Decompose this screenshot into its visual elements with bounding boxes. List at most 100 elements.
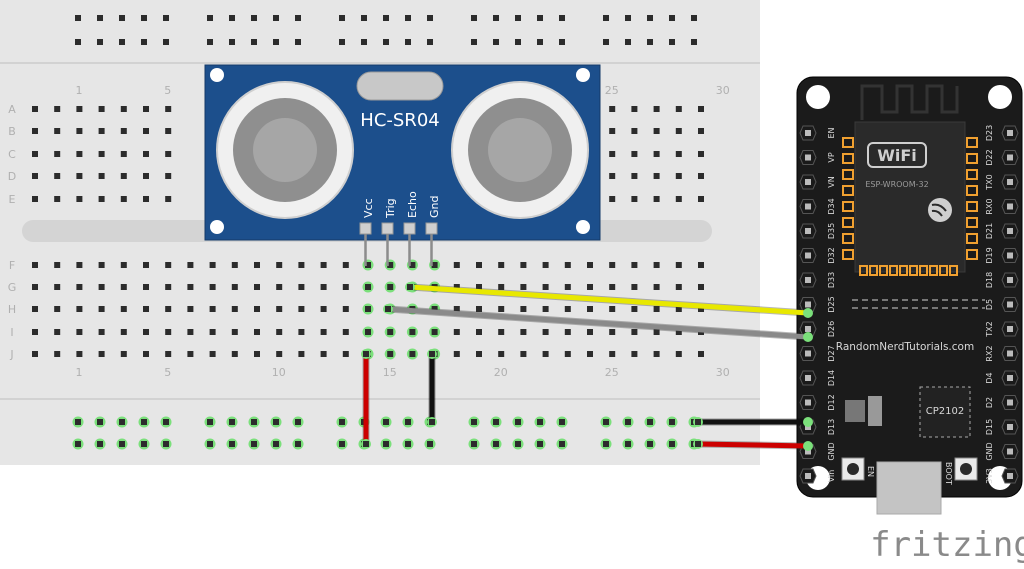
- breadboard-hole: [320, 306, 327, 312]
- cp2102-chip: CP2102: [919, 386, 971, 438]
- breadboard-hole: [365, 329, 371, 335]
- breadboard-hole: [231, 306, 238, 312]
- crystal-oscillator-icon: [356, 71, 444, 101]
- breadboard-hole: [653, 284, 660, 290]
- breadboard-hole: [698, 262, 704, 268]
- rail-hole: [603, 441, 609, 447]
- pin-label-echo: Echo: [406, 191, 419, 218]
- breadboard-hole: [653, 128, 660, 134]
- module-pad: [966, 233, 978, 244]
- rail-hole: [251, 441, 257, 447]
- row-label: C: [8, 148, 16, 161]
- rail-hole: [383, 39, 389, 45]
- pin-label: VP: [827, 152, 836, 162]
- wifi-logo-icon: [867, 142, 927, 168]
- wire-end-hole: [695, 419, 701, 425]
- breadboard-hole: [498, 351, 505, 357]
- rail-hole: [97, 441, 103, 447]
- breadboard-hole: [631, 284, 638, 290]
- rail-hole: [295, 39, 301, 45]
- rail-hole: [625, 39, 631, 45]
- rail-hole: [251, 419, 257, 425]
- rail-hole: [405, 15, 411, 21]
- rail-hole: [163, 39, 169, 45]
- breadboard-hole: [298, 306, 305, 312]
- usb-port-icon: [876, 461, 942, 515]
- breadboard-hole: [54, 351, 61, 357]
- breadboard-hole: [675, 306, 682, 312]
- rail-hole: [229, 15, 235, 21]
- rail-hole: [493, 15, 499, 21]
- rail-hole: [119, 15, 125, 21]
- boot-button[interactable]: [954, 457, 978, 481]
- rail-hole: [405, 441, 411, 447]
- breadboard-hole: [453, 306, 460, 312]
- header-pin-core: [805, 277, 811, 283]
- breadboard-hole: [209, 284, 216, 290]
- breadboard-hole: [143, 329, 149, 335]
- breadboard-hole: [98, 151, 105, 157]
- module-pad: [842, 137, 854, 148]
- breadboard-hole: [587, 262, 593, 268]
- breadboard-hole: [254, 351, 260, 357]
- rail-hole: [427, 441, 433, 447]
- module-pad: [842, 153, 854, 164]
- rail-hole: [471, 419, 477, 425]
- rail-hole: [163, 15, 169, 21]
- breadboard-hole: [675, 284, 682, 290]
- row-label: I: [10, 326, 13, 339]
- breadboard-hole: [231, 329, 238, 335]
- breadboard-hole: [453, 329, 460, 335]
- pin-label: D4: [985, 372, 994, 383]
- row-label: D: [8, 170, 16, 183]
- breadboard-hole: [431, 329, 438, 335]
- rail-hole: [361, 39, 367, 45]
- pin-label-trig: Trig: [384, 198, 397, 219]
- breadboard-hole: [143, 106, 149, 112]
- breadboard-hole: [54, 173, 61, 179]
- breadboard-hole: [675, 173, 682, 179]
- breadboard-hole: [187, 262, 194, 268]
- breadboard-hole: [276, 262, 283, 268]
- rail-hole: [691, 39, 697, 45]
- rail-hole: [603, 419, 609, 425]
- rail-hole: [625, 15, 631, 21]
- breadboard-hole: [298, 329, 305, 335]
- breadboard-hole: [165, 106, 172, 112]
- rail-hole: [603, 39, 609, 45]
- breadboard-hole: [698, 351, 704, 357]
- breadboard-hole: [165, 128, 172, 134]
- breadboard-hole: [342, 306, 349, 312]
- header-pin-core: [1007, 424, 1013, 430]
- module-pads: [842, 137, 978, 276]
- breadboard-hole: [120, 196, 127, 202]
- en-button[interactable]: [841, 457, 865, 481]
- breadboard-hole: [98, 284, 105, 290]
- breadboard-hole: [498, 284, 505, 290]
- breadboard-hole: [675, 351, 682, 357]
- module-pad: [859, 265, 868, 276]
- breadboard-hole: [32, 262, 38, 268]
- pin-label: D2: [985, 397, 994, 408]
- breadboard-hole: [165, 262, 172, 268]
- header-pin-core: [805, 301, 811, 308]
- pin-label: D25: [827, 296, 836, 312]
- breadboard-hole: [542, 329, 549, 335]
- column-number: 25: [605, 84, 619, 97]
- breadboard-hole: [498, 262, 505, 268]
- breadboard-hole: [653, 151, 660, 157]
- header-pin-core: [805, 473, 811, 479]
- header-pin-core: [1007, 473, 1013, 479]
- pin-label: D18: [985, 272, 994, 288]
- breadboard-hole: [365, 306, 371, 312]
- breadboard-hole: [564, 351, 571, 357]
- rail-hole: [273, 419, 279, 425]
- header-pin-core: [805, 350, 811, 357]
- breadboard-hole: [98, 351, 105, 357]
- breadboard-hole: [276, 329, 283, 335]
- breadboard-hole: [76, 351, 83, 357]
- rail-hole: [97, 15, 103, 21]
- breadboard-hole: [431, 306, 438, 312]
- breadboard-hole: [98, 173, 105, 179]
- rail-hole: [559, 39, 565, 45]
